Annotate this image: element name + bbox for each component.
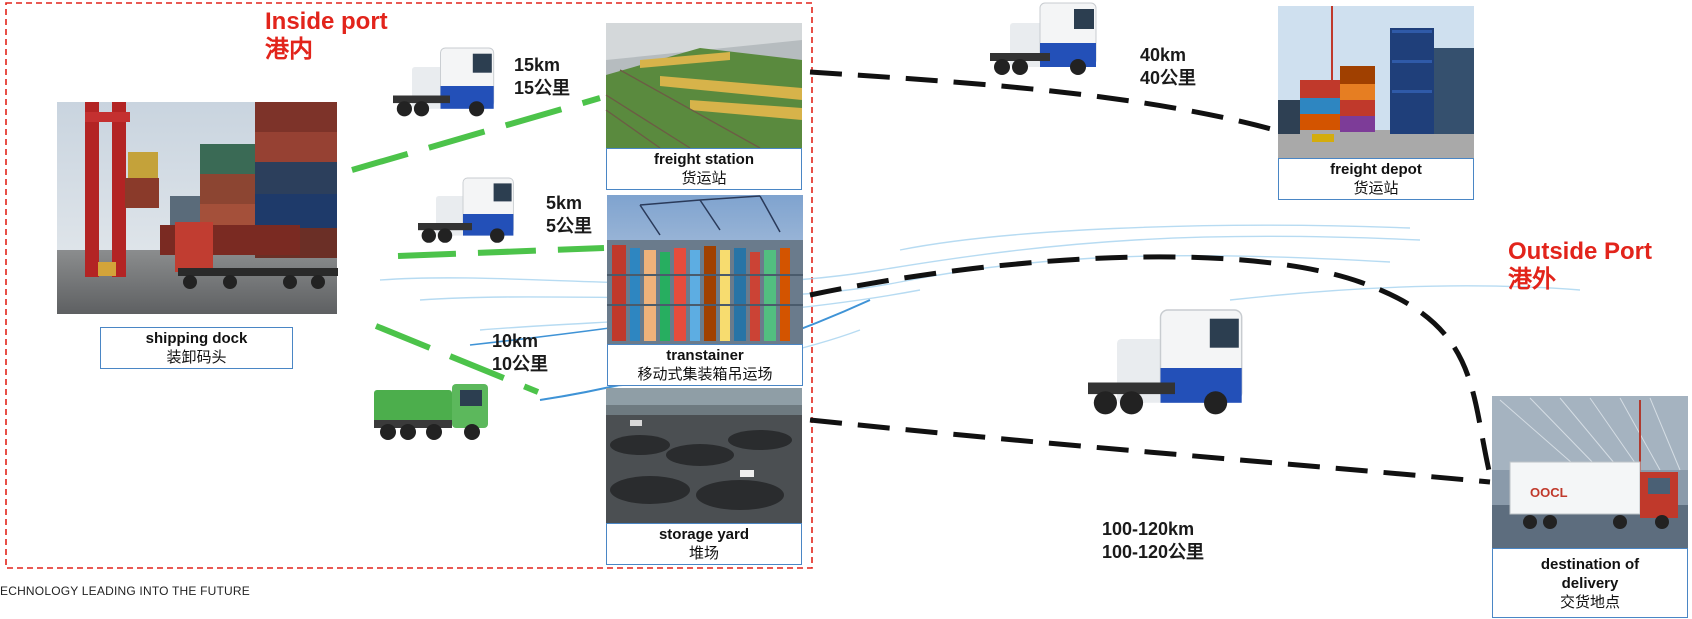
tractor-truck-icon xyxy=(990,2,1097,75)
node-label-en: transtainer xyxy=(666,347,744,364)
node-label-zh: 移动式集装箱吊运场 xyxy=(637,366,773,383)
node-label-zh: 装卸码头 xyxy=(166,349,227,366)
distance-label-freight-station: 15km 15公里 xyxy=(514,54,570,100)
distance-label-transtainer: 5km 5公里 xyxy=(546,192,592,238)
distance-label-storage-yard: 10km 10公里 xyxy=(492,330,548,376)
route-to-storage-yard xyxy=(374,323,540,395)
tractor-truck-icon xyxy=(418,177,514,243)
distance-zh: 40公里 xyxy=(1140,68,1197,88)
node-label-en: shipping dock xyxy=(145,330,248,347)
node-label-en: storage yard xyxy=(658,526,750,543)
inside-port-title-en: Inside port xyxy=(265,8,388,35)
route-to-freight-station xyxy=(351,95,601,173)
distance-label-freight-depot: 40km 40公里 xyxy=(1140,44,1196,90)
tractor-truck-icon xyxy=(1088,309,1243,415)
node-label-zh: 货运站 xyxy=(1353,180,1399,197)
route-to-destination-upper xyxy=(809,254,1493,476)
distance-km: 10km xyxy=(492,331,539,351)
node-label-en-line1: destination of xyxy=(1540,555,1640,573)
route-to-freight-depot xyxy=(809,69,1283,135)
distance-zh: 5公里 xyxy=(546,216,593,236)
node-label-zh: 货运站 xyxy=(681,170,727,187)
node-label-zh: 堆场 xyxy=(688,545,719,562)
inside-port-title: Inside port 港内 xyxy=(265,8,388,64)
outside-port-title: Outside Port 港外 xyxy=(1508,238,1652,294)
node-label-en-line2: delivery xyxy=(1561,574,1619,592)
shipping-dock-photo xyxy=(57,102,338,314)
node-caption-transtainer: transtainer 移动式集装箱吊运场 xyxy=(607,344,803,386)
footer-tagline: ECHNOLOGY LEADING INTO THE FUTURE xyxy=(0,584,250,598)
distance-km: 40km xyxy=(1140,45,1187,65)
distance-label-destination: 100-120km 100-120公里 xyxy=(1102,518,1204,564)
distance-zh: 15公里 xyxy=(514,78,571,98)
outside-port-title-en: Outside Port xyxy=(1508,238,1653,265)
route-to-transtainer xyxy=(397,245,605,259)
outside-port-title-zh: 港外 xyxy=(1508,266,1556,293)
node-caption-destination: destination of delivery 交货地点 xyxy=(1492,548,1688,618)
node-label-zh: 交货地点 xyxy=(1559,593,1620,611)
node-caption-freight-station: freight station 货运站 xyxy=(606,148,802,190)
transtainer-photo xyxy=(607,195,803,345)
distance-km: 15km xyxy=(514,55,561,75)
destination-photo: OOCL xyxy=(1492,396,1688,548)
distance-zh: 100-120公里 xyxy=(1102,542,1205,562)
green-routes xyxy=(351,95,605,395)
storage-yard-photo xyxy=(606,388,802,523)
node-label-en: freight station xyxy=(654,151,754,168)
route-to-destination-lower xyxy=(809,417,1491,485)
distance-km: 5km xyxy=(546,193,583,213)
node-caption-storage-yard: storage yard 堆场 xyxy=(606,523,802,565)
node-caption-freight-depot: freight depot 货运站 xyxy=(1278,158,1474,200)
distance-zh: 10公里 xyxy=(492,354,549,374)
freight-depot-photo xyxy=(1278,6,1474,158)
freight-station-photo xyxy=(605,23,802,149)
node-caption-shipping-dock: shipping dock 装卸码头 xyxy=(100,327,293,369)
tractor-truck-icon xyxy=(393,47,495,117)
distance-km: 100-120km xyxy=(1102,519,1195,539)
dump-truck-icon xyxy=(374,384,488,440)
inside-port-title-zh: 港内 xyxy=(265,36,313,63)
node-label-en: freight depot xyxy=(1330,161,1422,178)
inside-port-border xyxy=(5,2,813,569)
svg-text:OOCL: OOCL xyxy=(1530,485,1568,500)
dashed-routes xyxy=(809,69,1493,485)
